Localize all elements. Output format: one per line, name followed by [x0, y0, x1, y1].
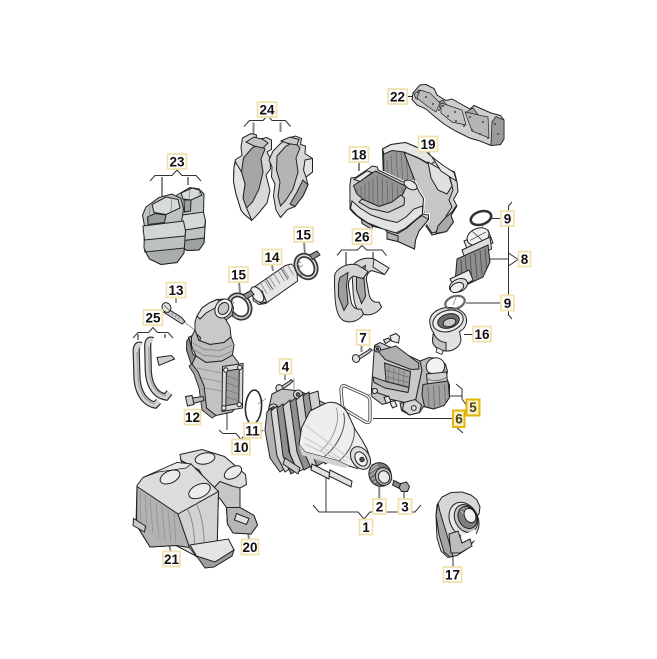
svg-text:10: 10	[233, 440, 248, 455]
svg-text:22: 22	[390, 90, 405, 105]
svg-text:12: 12	[185, 410, 200, 425]
svg-text:15: 15	[231, 268, 247, 283]
svg-text:19: 19	[420, 137, 435, 152]
svg-text:4: 4	[282, 360, 290, 375]
svg-text:21: 21	[164, 552, 180, 567]
svg-text:5: 5	[469, 400, 477, 415]
svg-text:24: 24	[259, 103, 275, 118]
svg-text:25: 25	[145, 311, 161, 326]
svg-text:13: 13	[168, 283, 184, 298]
svg-text:14: 14	[264, 250, 280, 265]
svg-text:2: 2	[376, 500, 384, 515]
svg-text:9: 9	[504, 296, 512, 311]
svg-text:1: 1	[362, 520, 370, 535]
svg-text:15: 15	[296, 228, 312, 243]
svg-text:23: 23	[169, 155, 185, 170]
svg-text:3: 3	[401, 500, 409, 515]
svg-text:17: 17	[445, 568, 460, 583]
svg-text:9: 9	[504, 212, 512, 227]
svg-text:18: 18	[351, 148, 367, 163]
svg-text:8: 8	[521, 252, 529, 267]
svg-text:16: 16	[474, 327, 490, 342]
svg-text:6: 6	[455, 412, 463, 427]
svg-text:11: 11	[245, 424, 260, 439]
svg-text:20: 20	[242, 540, 257, 555]
svg-text:26: 26	[354, 230, 370, 245]
svg-text:7: 7	[359, 331, 367, 346]
